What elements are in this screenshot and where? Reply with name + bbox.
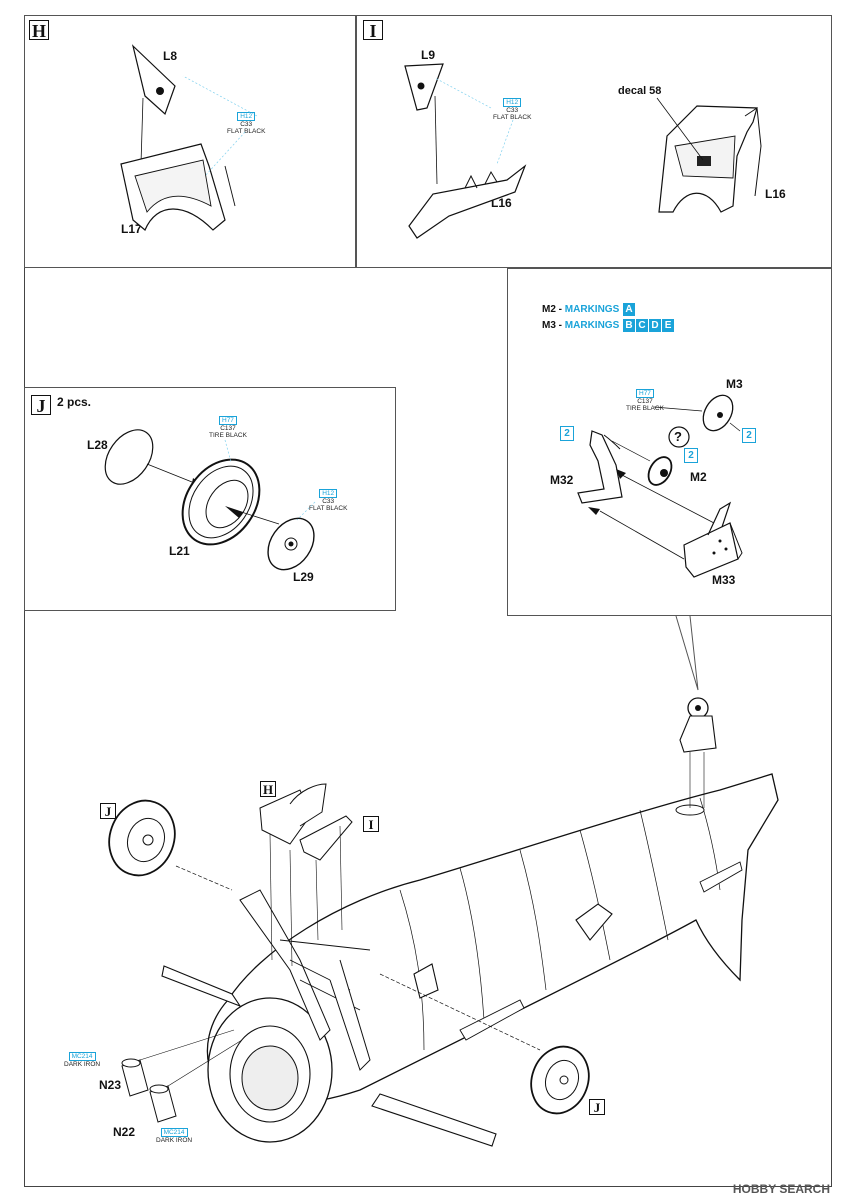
step-j-drawing [104,429,316,571]
paint-callout-flat-black-i: H12 C33 FLAT BLACK [493,98,532,121]
decal-label-58: decal 58 [618,85,662,97]
marking-tag-c: C [636,319,649,332]
marking-tag-d: D [649,319,662,332]
part-label-l28: L28 [87,438,108,452]
paint-callout-tire-black-tail: H77 C137 TIRE BLACK [626,389,664,412]
callout-2-m32: 2 [560,426,574,441]
part-label-l29: L29 [293,570,314,584]
part-label-l16-right: L16 [765,187,786,201]
step-h-badge: H [29,20,49,41]
marking-tag-e: E [662,319,675,332]
step-h-drawing [120,44,258,231]
part-label-m32: M32 [550,473,574,487]
part-label-l17: L17 [121,222,142,236]
step-i-badge: I [363,20,383,41]
paint-callout-flat-black: H12 C33 FLAT BLACK [227,112,266,135]
part-label-m33: M33 [712,573,736,587]
paint-callout-dark-iron-n22: MC214 DARK IRON [156,1128,193,1144]
paint-callout-tire-black: H77 C137 TIRE BLACK [209,416,247,439]
callout-2-m3: 2 [742,428,756,443]
tailwheel-drawing [577,394,743,578]
step-j-panel: J 2 pcs. L28 L21 L29 H77 C137 TIRE BLACK… [24,387,396,611]
marking-row-m2: M2 - MARKINGS A [542,303,636,316]
marking-tag-b: B [623,319,636,332]
step-h-ref-badge: H [260,781,276,797]
part-label-l9: L9 [421,48,436,62]
step-h-panel: H L8 L17 H12 C33 FLAT BLACK [24,15,356,268]
step-j-badge: J [31,395,51,416]
step-j-ref-badge-1: J [100,803,116,819]
step-j-quantity: 2 pcs. [57,395,92,409]
part-label-m3: M3 [726,377,743,391]
part-label-n22: N22 [113,1125,136,1139]
step-j-ref-badge-2: J [589,1099,605,1115]
question-mark-icon: ? [674,429,682,444]
watermark-text: HOBBY SEARCH [732,1182,830,1196]
part-label-l21: L21 [169,544,190,558]
part-label-n23: N23 [99,1078,122,1092]
step-i-panel: I L9 L16 decal 58 L16 H12 C33 FLAT BLACK [356,15,832,268]
step-i-drawing [404,63,762,239]
part-label-l16: L16 [491,196,512,210]
callout-2-m2: 2 [684,448,698,463]
paint-callout-dark-iron-n23: MC214 DARK IRON [64,1052,101,1068]
part-label-m2: M2 [690,470,707,484]
part-label-l8: L8 [163,49,178,63]
step-i-ref-badge: I [363,816,379,832]
paint-callout-flat-black-j: H12 C33 FLAT BLACK [309,489,348,512]
marking-tag-a: A [623,303,636,316]
